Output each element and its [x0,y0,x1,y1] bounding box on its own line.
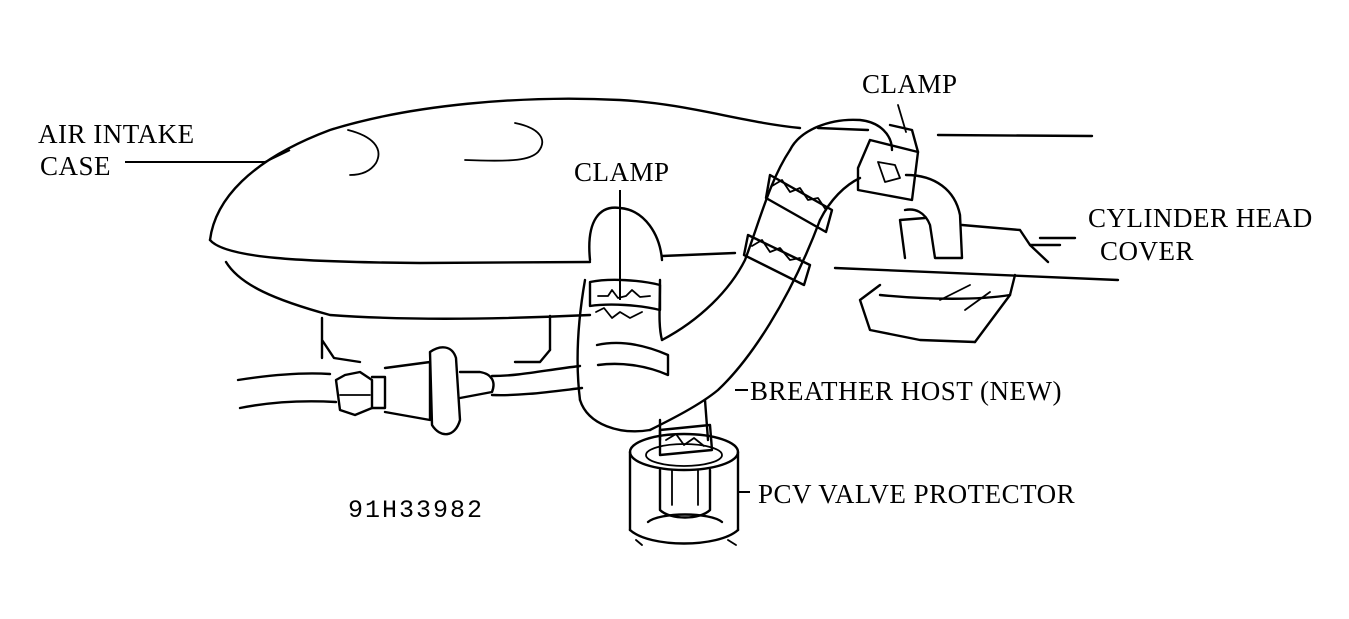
cylinder-head-cover [833,133,1120,344]
clamp-upper-hose [742,173,834,287]
clamp-lower [658,423,714,457]
cylinder-head-cover-label-line2: COVER [1100,236,1195,266]
vacuum-hose-and-valve [236,346,584,436]
leader-lines [125,149,750,493]
clamp-middle [588,278,662,319]
cylinder-head-cover-label-line1: CYLINDER HEAD [1088,203,1313,233]
air-intake-case-label-line1: AIR INTAKE [38,119,195,149]
air-intake-case-label-line2: CASE [40,151,112,181]
clamp-middle-label: CLAMP [574,157,670,187]
pcv-valve-protector [628,432,740,546]
air-intake-case [208,97,870,364]
clamp-top [856,104,920,202]
pcv-valve-protector-label: PCV VALVE PROTECTOR [758,479,1076,509]
breather-hose-label: BREATHER HOST (NEW) [750,376,1062,406]
figure-code: 91H33982 [348,496,485,525]
clamp-top-label: CLAMP [862,69,958,99]
breather-hose [576,118,964,442]
